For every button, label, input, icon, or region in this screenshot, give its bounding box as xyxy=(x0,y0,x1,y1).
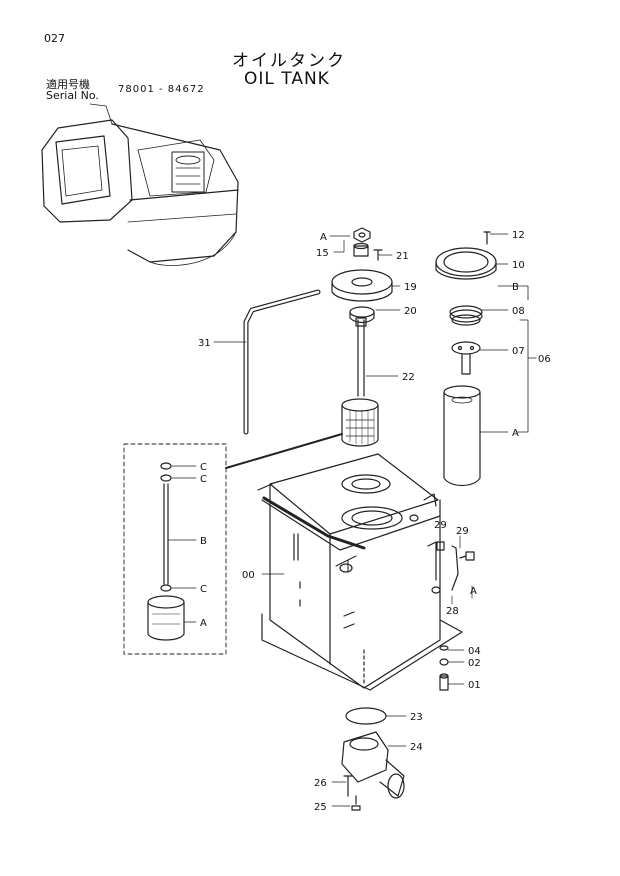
label-part-01: 01 xyxy=(468,680,481,691)
page-title: OIL TANK xyxy=(244,69,330,89)
excavator-illustration xyxy=(41,103,239,266)
label-part-25: 25 xyxy=(314,802,327,813)
label-part-24: 24 xyxy=(410,742,423,753)
return-filter-assembly xyxy=(435,231,497,487)
label-part-b-inset: B xyxy=(200,536,207,547)
label-part-22: 22 xyxy=(402,372,415,383)
breather-cap-assembly xyxy=(331,227,393,324)
label-part-a-top: A xyxy=(320,232,327,243)
oil-tank-body xyxy=(257,453,463,691)
label-part-15: 15 xyxy=(316,248,329,259)
serial-label-japanese: 適用号機 xyxy=(46,78,90,91)
label-part-28: 28 xyxy=(446,606,459,617)
page-number: 027 xyxy=(44,32,65,45)
label-part-08: 08 xyxy=(512,306,525,317)
label-part-26: 26 xyxy=(314,778,327,789)
drain-assembly xyxy=(341,707,405,811)
suction-strainer xyxy=(341,398,379,447)
label-part-a-right: A xyxy=(512,428,519,439)
inset-callout-line xyxy=(225,433,343,469)
label-part-00: 00 xyxy=(242,570,255,581)
label-part-07: 07 xyxy=(512,346,525,357)
leader-lines xyxy=(167,233,509,807)
part-number-labels: 12 10 B 08 07 06 A 15 A 21 19 20 22 31 C… xyxy=(198,230,551,813)
label-part-21: 21 xyxy=(396,251,409,262)
label-part-19: 19 xyxy=(404,282,417,293)
suction-pipe xyxy=(355,317,367,397)
level-gauge-tube xyxy=(243,289,321,435)
label-part-a-inset: A xyxy=(200,618,207,629)
label-part-06: 06 xyxy=(538,354,551,365)
label-part-29-right: 29 xyxy=(456,526,469,537)
strainer-inset-box xyxy=(123,443,227,655)
label-part-20: 20 xyxy=(404,306,417,317)
label-part-c-3: C xyxy=(200,584,207,595)
label-part-10: 10 xyxy=(512,260,525,271)
label-part-02: 02 xyxy=(468,658,481,669)
assembly-brackets xyxy=(497,285,537,433)
label-part-29-left: 29 xyxy=(434,520,447,531)
label-part-a-side: A xyxy=(470,586,477,597)
serial-label: Serial No. xyxy=(46,89,99,102)
label-part-04: 04 xyxy=(468,646,481,657)
label-part-23: 23 xyxy=(410,712,423,723)
label-part-12: 12 xyxy=(512,230,525,241)
page-title-japanese: オイルタンク xyxy=(232,51,346,71)
serial-range: 78001 - 84672 xyxy=(118,84,205,95)
label-part-b-top: B xyxy=(512,282,519,293)
label-part-c-2: C xyxy=(200,474,207,485)
label-part-31: 31 xyxy=(198,338,211,349)
label-part-c-1: C xyxy=(200,462,207,473)
